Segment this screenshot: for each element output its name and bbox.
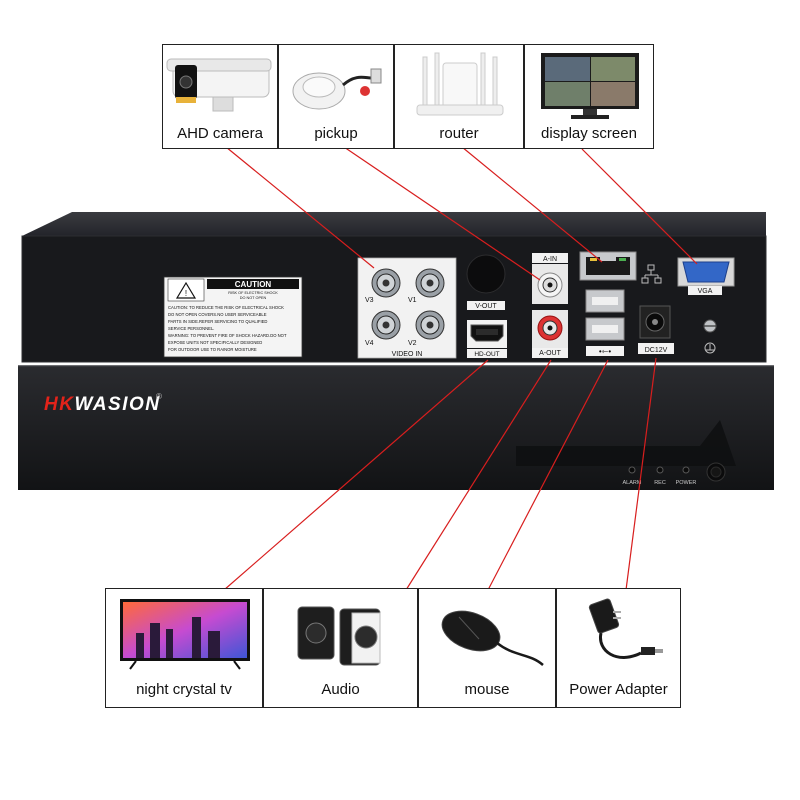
caution-text-line: DO NOT OPEN COVERS.NO USER SERVICEABLE [168, 312, 267, 317]
device-label: Power Adapter [569, 681, 668, 698]
television-icon [120, 599, 250, 670]
usb-ports-icon [585, 289, 625, 341]
line-router-to-lan [461, 146, 603, 263]
caution-text-line: FOR OUTDOOR USE TO RAINOR MOISTURE [168, 347, 257, 352]
usb-symbol-icon: •⇽• [599, 347, 612, 356]
port-label-v3: V3 [365, 297, 374, 304]
security-camera-icon [166, 58, 272, 112]
device-card-mouse: mouse [418, 588, 556, 708]
power-adapter-icon [588, 598, 663, 659]
bnc-v4-icon [371, 310, 401, 340]
device-label: router [439, 125, 479, 142]
line-mouse-to-usb [487, 359, 609, 591]
alarm-label: ALARM [623, 480, 642, 486]
vent-plug-icon [466, 254, 506, 294]
ground-symbol-icon [704, 342, 716, 354]
rca-a-out-icon [537, 315, 563, 341]
speakers-icon [297, 606, 381, 666]
device-label: Audio [321, 681, 360, 698]
line-ahd-to-video-in [225, 146, 375, 269]
device-label: night crystal tv [136, 681, 232, 698]
svg-text:!: ! [185, 289, 187, 298]
dvr-front-face [18, 366, 774, 490]
caution-text-line: PARTS IN SIDE.REFER SERVICING TO QUALIFI… [168, 319, 267, 324]
brand-registered-mark: ® [156, 392, 162, 401]
device-card-audio: Audio [263, 588, 418, 708]
caution-title: CAUTION [235, 280, 272, 289]
power-led-icon [682, 466, 690, 474]
dc12v-label: DC12V [645, 347, 668, 354]
bnc-v2-icon [415, 310, 445, 340]
bnc-v3-icon [371, 268, 401, 298]
ir-receiver-icon [706, 462, 726, 482]
vga-label: VGA [698, 288, 713, 295]
rec-label: REC [654, 480, 666, 486]
wifi-router-icon [416, 52, 504, 116]
a-out-label: A-OUT [539, 350, 562, 357]
power-label: POWER [676, 480, 697, 486]
caution-sub1: RISK OF ELECTRIC SHOCK [228, 291, 278, 295]
warning-triangle-icon [175, 281, 197, 299]
device-label: pickup [314, 125, 358, 142]
port-label-v2: V2 [408, 340, 417, 347]
v-out-label: V-OUT [475, 303, 497, 310]
port-label-v1: V1 [408, 297, 417, 304]
dvr-top-lid [22, 212, 766, 236]
device-card-power-adapter: Power Adapter [556, 588, 681, 708]
device-card-display-screen: display screen [524, 44, 654, 149]
video-in-block: V3 V1 V4 V2 VIDEO IN [357, 257, 457, 359]
device-label: mouse [464, 681, 510, 698]
rca-a-in-icon [537, 272, 563, 298]
bnc-v1-icon [415, 268, 445, 298]
microphone-pickup-icon [292, 68, 382, 110]
hd-out-label: HD-OUT [474, 351, 499, 358]
line-display-to-vga [581, 148, 698, 265]
device-card-tv: night crystal tv [105, 588, 263, 708]
a-in-label: A-IN [543, 256, 557, 263]
network-icon [641, 264, 662, 284]
caution-label: ! CAUTION RISK OF ELECTRIC SHOCK DO NOT … [163, 276, 303, 358]
caution-text-line: WARNING: TO PREVENT FIRE OF SHOCK HAZARD… [168, 333, 287, 338]
connector-lines [223, 146, 698, 591]
brand-hk: HK [44, 394, 74, 415]
line-power-to-dc [625, 357, 657, 591]
rec-led-icon [656, 466, 664, 474]
alarm-led-icon [628, 466, 636, 474]
line-tv-to-hdmi [223, 359, 489, 591]
device-label: AHD camera [177, 125, 263, 142]
device-label: display screen [541, 125, 637, 142]
caution-sub2: DO NOT OPEN [240, 296, 267, 300]
caution-text-line: SERVICE PERSONNEL. [168, 326, 214, 331]
line-pickup-to-a-in [343, 146, 541, 281]
monitor-icon [541, 53, 639, 119]
device-card-router: router [394, 44, 524, 149]
line-audio-to-a-out [405, 359, 552, 591]
device-card-ahd-camera: AHD camera [162, 44, 278, 149]
caution-text-line: CAUTION: TO REDUCE THE RISK OF ELECTRICA… [168, 305, 284, 310]
port-label-v4: V4 [365, 340, 374, 347]
brand-logo: HKWASION [44, 394, 161, 415]
video-in-label: VIDEO IN [392, 351, 423, 358]
caution-text-line: EXPOSE UNITS NOT SPECIFICALLY DESIGNED [168, 340, 262, 345]
vga-port-icon [682, 261, 730, 283]
computer-mouse-icon [441, 610, 544, 666]
brand-rest: WASION [74, 394, 160, 415]
caution-text-lines: CAUTION: TO REDUCE THE RISK OF ELECTRICA… [168, 305, 287, 352]
device-card-pickup: pickup [278, 44, 394, 149]
